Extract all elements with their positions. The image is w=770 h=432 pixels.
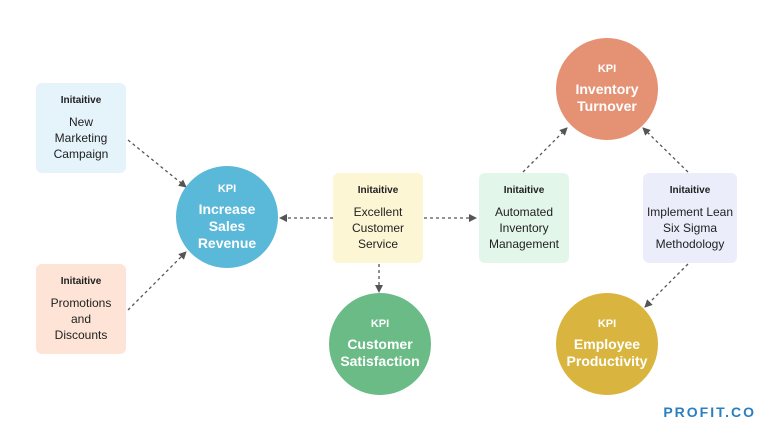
kpi-customer-satisfaction: KPI Customer Satisfaction [329, 293, 431, 395]
kpi-tag: KPI [597, 63, 617, 75]
kpi-label: Customer Satisfaction [340, 336, 420, 369]
initiative-excellent-customer-service: Initaitive Excellent Customer Service [333, 173, 423, 263]
initiative-new-marketing-campaign: Initaitive New Marketing Campaign [36, 83, 126, 173]
initiative-label: New Marketing Campaign [53, 114, 109, 161]
arrow-lean-to-turnover [642, 127, 689, 173]
initiative-label: Excellent Customer Service [351, 204, 404, 251]
brand-logo: PROFIT.CO [663, 404, 756, 420]
arrow-promotions-to-sales [127, 251, 187, 311]
initiative-label: Automated Inventory Management [488, 204, 560, 251]
kpi-label: Employee Productivity [566, 336, 648, 369]
kpi-inventory-turnover: KPI Inventory Turnover [556, 38, 658, 140]
initiative-tag: Initaitive [669, 184, 711, 196]
kpi-tag: KPI [370, 318, 390, 330]
initiative-automated-inventory-management: Initaitive Automated Inventory Managemen… [479, 173, 569, 263]
arrow-marketing-to-sales [127, 139, 187, 188]
initiative-label: Implement Lean Six Sigma Methodology [646, 204, 734, 251]
initiative-tag: Initaitive [60, 94, 102, 106]
initiative-label: Promotions and Discounts [50, 295, 112, 342]
initiative-tag: Initaitive [503, 184, 545, 196]
initiative-tag: Initaitive [357, 184, 399, 196]
kpi-tag: KPI [597, 318, 617, 330]
initiative-promotions-and-discounts: Initaitive Promotions and Discounts [36, 264, 126, 354]
initiative-tag: Initaitive [60, 275, 102, 287]
kpi-employee-productivity: KPI Employee Productivity [556, 293, 658, 395]
arrow-lean-to-productivity [644, 263, 689, 308]
initiative-implement-lean-six-sigma: Initaitive Implement Lean Six Sigma Meth… [643, 173, 737, 263]
kpi-increase-sales-revenue: KPI Increase Sales Revenue [176, 166, 278, 268]
kpi-label: Increase Sales Revenue [197, 200, 257, 251]
kpi-tag: KPI [217, 182, 237, 195]
arrow-inventory-mgmt-to-turnover [522, 127, 568, 173]
kpi-label: Inventory Turnover [575, 81, 639, 114]
